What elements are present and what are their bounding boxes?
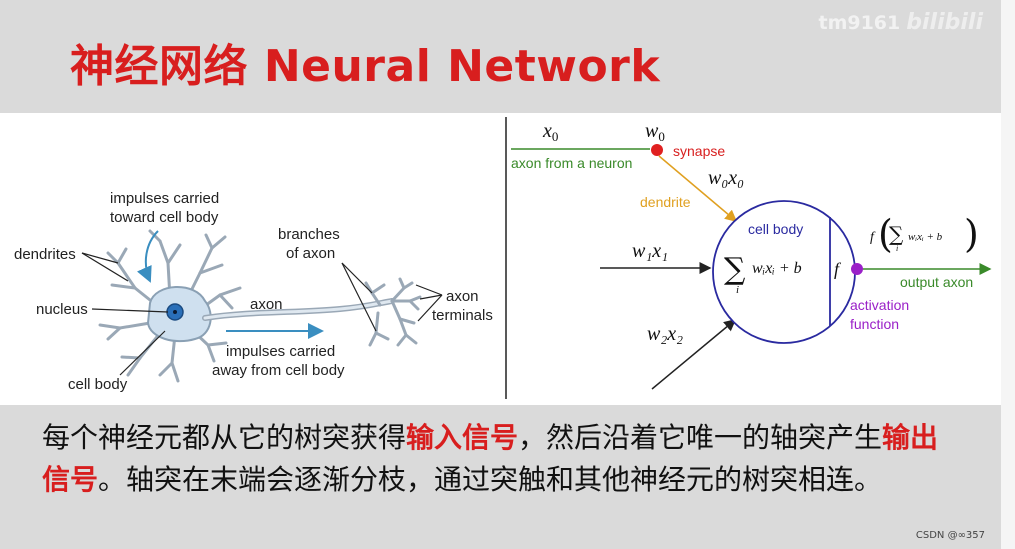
- svg-text:(: (: [878, 212, 893, 256]
- label-dendrites: dendrites: [14, 246, 76, 263]
- activation-dot: [851, 263, 863, 275]
- leader-branches-1: [341, 262, 373, 294]
- label-activation-function-2: function: [850, 316, 899, 332]
- leader-branches-2: [341, 262, 377, 332]
- label-cell-body: cell body: [68, 376, 128, 393]
- caption-part-3: 。轴突在末端会逐渐分枝，通过突触和其他神经元的树突相连。: [98, 463, 883, 496]
- label-w1x1: w₁x₁: [632, 240, 668, 262]
- label-axon: axon: [250, 296, 283, 313]
- label-impulses-away-1: impulses carried: [226, 343, 335, 360]
- activation-output-formula: f ( ∑ i wᵢxᵢ + b ): [870, 212, 979, 256]
- label-cell-body-model: cell body: [748, 221, 803, 237]
- svg-text:wᵢxᵢ + b: wᵢxᵢ + b: [908, 231, 943, 243]
- caption-part-2: ，然后沿着它唯一的轴突产生: [518, 421, 883, 454]
- caption-text: 每个神经元都从它的树突获得输入信号，然后沿着它唯一的轴突产生输出信号。轴突在末端…: [42, 417, 952, 501]
- leader-terminals-1: [415, 284, 443, 296]
- leader-terminals-3: [417, 294, 443, 322]
- label-branches-2: of axon: [286, 245, 335, 262]
- figure-panel: impulses carried toward cell body dendri…: [0, 113, 1001, 405]
- dendrite-arrow: [658, 155, 738, 222]
- label-synapse: synapse: [673, 143, 725, 159]
- slide-title: 神经网络 Neural Network: [70, 41, 661, 92]
- biological-neuron-diagram: impulses carried toward cell body dendri…: [14, 190, 493, 393]
- activation-f: f: [834, 259, 842, 279]
- caption-panel: 每个神经元都从它的树突获得输入信号，然后沿着它唯一的轴突产生输出信号。轴突在末端…: [0, 405, 1001, 549]
- label-w0: w0: [645, 120, 665, 144]
- sum-expression: wᵢxᵢ + b: [752, 260, 802, 277]
- label-impulses-away-2: away from cell body: [212, 362, 345, 379]
- svg-text:f: f: [870, 230, 876, 245]
- label-axon-terminals-1: axon: [446, 288, 479, 305]
- leader-dendrites-2: [81, 252, 129, 282]
- math-neuron-model: x0 w0 axon from a neuron synapse w₀x₀ de…: [511, 120, 992, 390]
- svg-text:): ): [964, 212, 979, 256]
- label-activation-function-1: activation: [850, 297, 909, 313]
- neuron-dendrites-drawing: [98, 229, 242, 383]
- leader-nucleus: [91, 308, 169, 313]
- leader-cell-body: [119, 330, 166, 376]
- label-dendrite: dendrite: [640, 194, 691, 210]
- leader-terminals-2: [419, 294, 443, 300]
- axon-terminals-drawing: [364, 277, 422, 347]
- right-edge-strip: [1001, 0, 1015, 549]
- label-nucleus: nucleus: [36, 301, 88, 318]
- label-output-axon: output axon: [900, 274, 973, 290]
- label-w0x0: w₀x₀: [708, 167, 744, 189]
- label-x0: x0: [542, 120, 558, 144]
- caption-highlight-input-signal: 输入信号: [406, 421, 519, 454]
- input-arrow-2: [651, 319, 737, 390]
- caption-part-1: 每个神经元都从它的树突获得: [42, 421, 407, 454]
- arrow-toward-cell-body: [137, 230, 159, 283]
- caption-highlight-output-signal: 输出信号: [42, 421, 939, 496]
- leader-dendrites-1: [81, 252, 119, 264]
- svg-text:∑: ∑: [889, 222, 904, 246]
- figure-svg: impulses carried toward cell body dendri…: [14, 117, 992, 399]
- slide-header: 神经网络 Neural Network: [0, 0, 1001, 113]
- bilibili-logo: bilibili: [906, 10, 983, 35]
- label-branches-1: branches: [278, 226, 340, 243]
- label-impulses-toward-1: impulses carried: [110, 190, 219, 207]
- sum-symbol: ∑: [724, 252, 746, 287]
- label-axon-from-neuron: axon from a neuron: [511, 155, 632, 171]
- synapse-dot: [651, 144, 663, 156]
- sum-index: i: [736, 284, 739, 296]
- label-w2x2: w₂x₂: [647, 323, 683, 345]
- label-axon-terminals-2: terminals: [432, 307, 493, 324]
- svg-text:i: i: [896, 244, 898, 253]
- watermark-user: tm9161: [818, 12, 901, 34]
- csdn-watermark: CSDN @∞357: [915, 530, 985, 541]
- label-impulses-toward-2: toward cell body: [110, 209, 219, 226]
